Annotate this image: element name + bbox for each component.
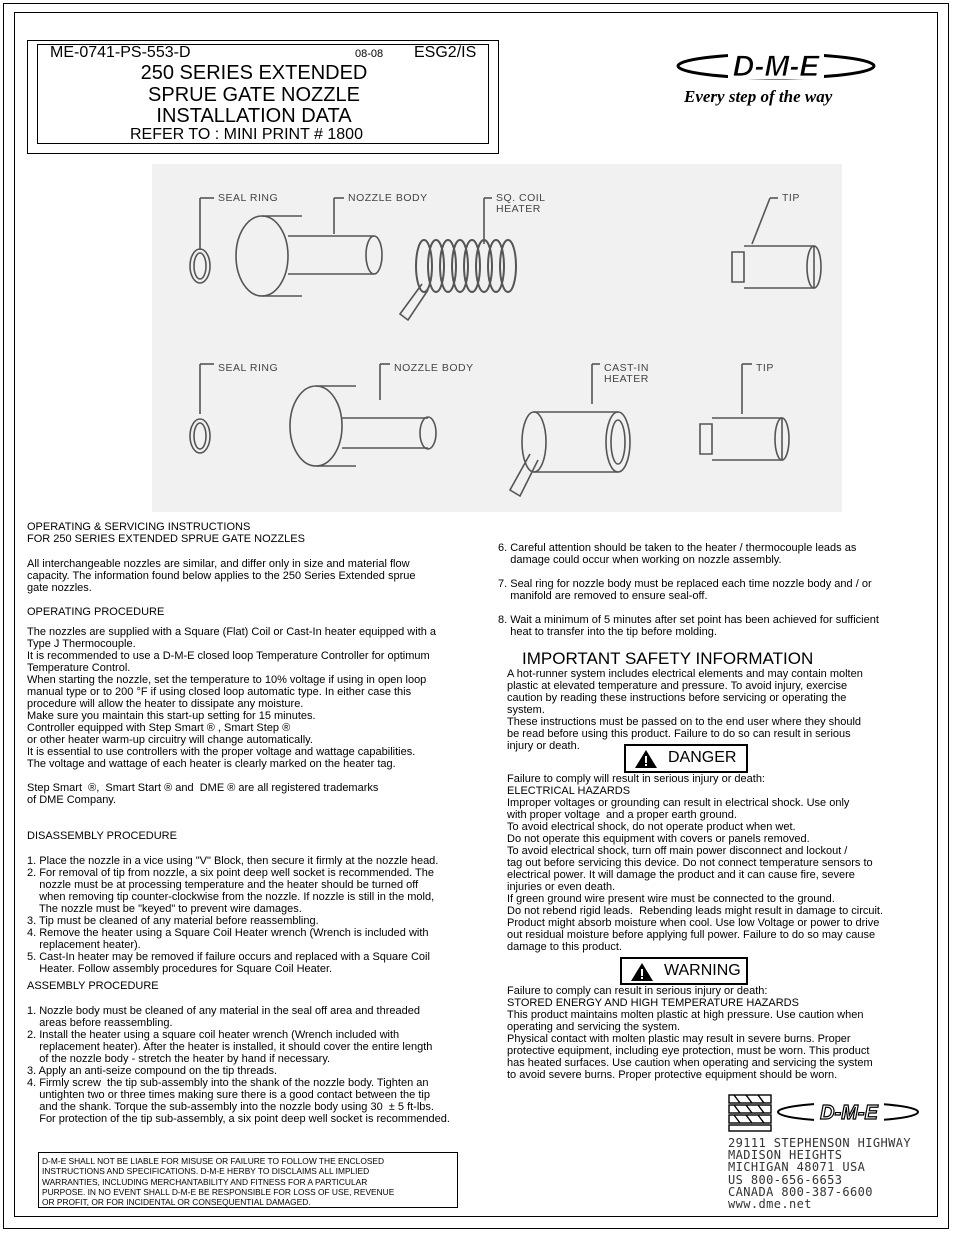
label-heater-top: HEATER xyxy=(496,203,541,215)
trademarks: Step Smart ®, Smart Start ® and DME ® ar… xyxy=(27,782,379,806)
label-tip-bottom: TIP xyxy=(756,362,774,374)
title-line-1: 250 SERIES EXTENDED xyxy=(140,62,368,84)
steps-6-8: 6. Careful attention should be taken to … xyxy=(498,542,879,638)
label-tip-top: TIP xyxy=(782,192,800,204)
warning-triangle-icon xyxy=(631,963,653,981)
company-address: 29111 STEPHENSON HIGHWAY MADISON HEIGHTS… xyxy=(728,1136,911,1212)
disassembly-heading: DISASSEMBLY PROCEDURE xyxy=(27,830,177,842)
intro-heading: OPERATING & SERVICING INSTRUCTIONS FOR 2… xyxy=(27,521,305,545)
footer-logo-text: D-M-E xyxy=(820,1102,878,1124)
label-nozzle-body-top: NOZZLE BODY xyxy=(348,192,428,204)
refer-line: REFER TO : MINI PRINT # 1800 xyxy=(130,126,363,143)
warning-label: WARNING xyxy=(664,962,741,979)
label-seal-ring-top: SEAL RING xyxy=(218,192,278,204)
safety-heading: IMPORTANT SAFETY INFORMATION xyxy=(522,649,814,668)
slogan: Every step of the way xyxy=(684,87,833,106)
dme-logo: D-M-E xyxy=(676,50,876,83)
warning-triangle-icon xyxy=(635,750,657,768)
title-box-outer xyxy=(27,40,499,154)
danger-label: DANGER xyxy=(668,749,737,766)
label-heater-bottom: HEATER xyxy=(604,373,649,385)
danger-body: Failure to comply will result in serious… xyxy=(507,773,884,953)
doc-code: ME-0741-PS-553-D xyxy=(50,44,191,61)
disclaimer-text: D-M-E SHALL NOT BE LIABLE FOR MISUSE OR … xyxy=(42,1156,395,1208)
warning-body: Failure to comply can result in serious … xyxy=(507,985,873,1081)
page-outer-border xyxy=(3,3,949,1229)
footer-logo: D-M-E xyxy=(728,1094,919,1132)
label-sq-coil: SQ. COIL xyxy=(496,192,546,204)
dme-mark-icon xyxy=(728,1094,772,1132)
operating-body: The nozzles are supplied with a Square (… xyxy=(27,626,437,770)
doc-date: 08-08 xyxy=(355,48,384,60)
disassembly-body: 1. Place the nozzle in a vice using "V" … xyxy=(27,855,439,975)
assembly-body: 1. Nozzle body must be cleaned of any ma… xyxy=(27,1005,450,1125)
intro-body: All interchangeable nozzles are similar,… xyxy=(27,558,416,594)
danger-badge: DANGER xyxy=(624,744,748,773)
page-inner-border xyxy=(14,12,938,1217)
title-line-2: SPRUE GATE NOZZLE xyxy=(148,84,360,106)
title-line-3: INSTALLATION DATA xyxy=(156,105,352,127)
label-cast-in: CAST-IN xyxy=(604,362,649,374)
label-nozzle-body-bottom: NOZZLE BODY xyxy=(394,362,474,374)
operating-heading: OPERATING PROCEDURE xyxy=(27,606,165,618)
warning-badge: WARNING xyxy=(620,957,748,985)
nozzle-components-figure: SEAL RING NOZZLE BODY SQ. COIL HEATER TI… xyxy=(152,164,842,512)
label-seal-ring-bottom: SEAL RING xyxy=(218,362,278,374)
doc-esg: ESG2/IS xyxy=(414,44,477,61)
disclaimer-box xyxy=(38,1152,458,1208)
title-box-inner xyxy=(37,44,489,144)
safety-body: A hot-runner system includes electrical … xyxy=(507,668,863,752)
logo-text: D-M-E xyxy=(733,50,821,83)
assembly-heading: ASSEMBLY PROCEDURE xyxy=(27,980,159,992)
